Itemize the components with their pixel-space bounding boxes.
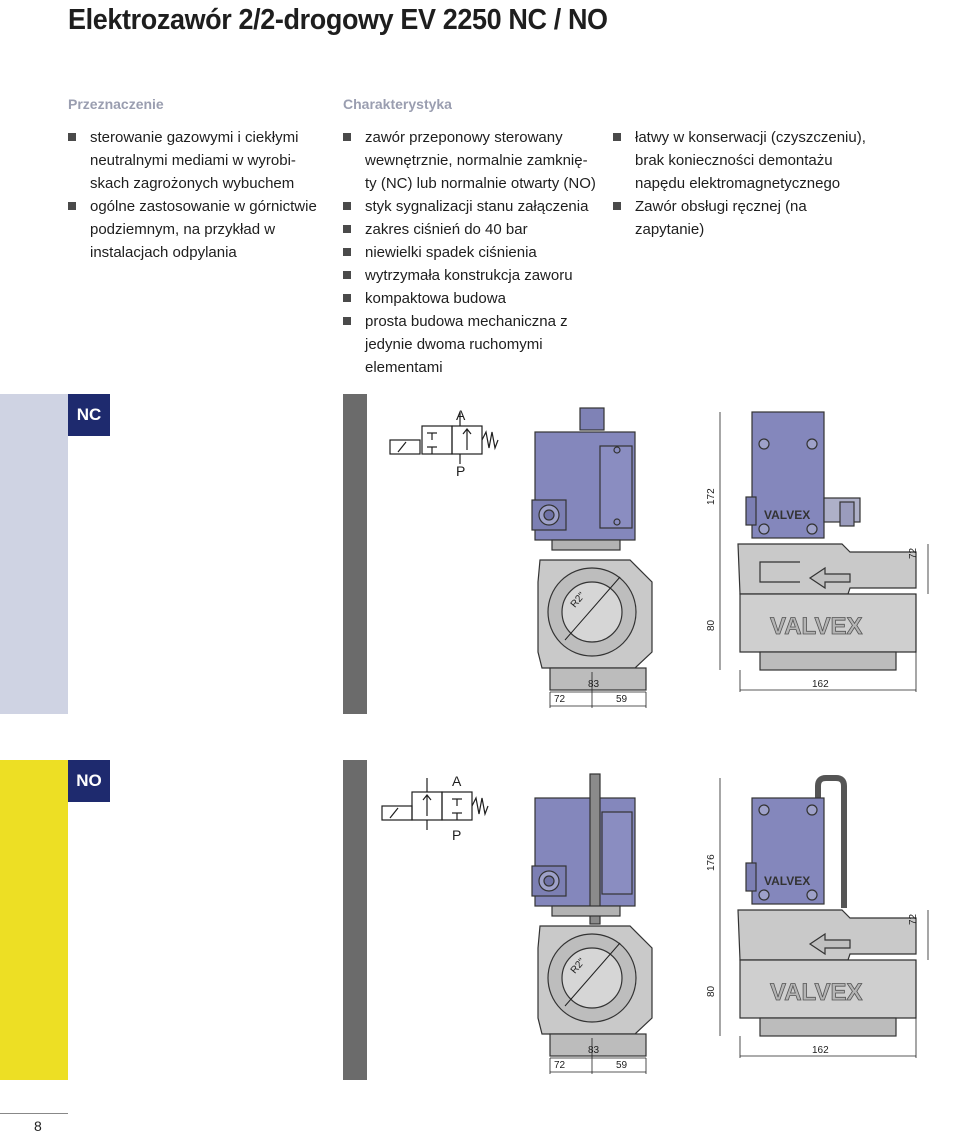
brand-label-large: VALVEX — [770, 613, 862, 640]
list-item: zakres ciśnień do 40 bar — [343, 218, 599, 241]
features-list: zawór przeponowy sterowany wewnętrznie, … — [343, 126, 599, 379]
page-footer-rule — [0, 1113, 68, 1114]
list-item: ogólne zastosowanie w górnictwie podziem… — [68, 195, 326, 264]
list-item: prosta budowa mechaniczna z jedynie dwom… — [343, 310, 599, 379]
dim-length: 162 — [812, 1045, 829, 1056]
list-item: wytrzymała konstrukcja zaworu — [343, 264, 599, 287]
list-item: łatwy w konserwacji (czyszczeniu), brak … — [613, 126, 873, 195]
no-valve-front-view: R2" 83 72 59 — [531, 773, 653, 1074]
brand-label-large: VALVEX — [770, 979, 862, 1006]
dim-59: 59 — [616, 694, 628, 705]
no-valve-side-view: VALVEX VALVEX 176 72 80 162 — [706, 775, 929, 1058]
nc-valve-front-view: R2" 83 72 59 — [531, 407, 653, 708]
dim-59: 59 — [616, 1060, 628, 1071]
dim-height-body: 80 — [706, 985, 717, 997]
dim-83: 83 — [588, 679, 600, 690]
dim-height-body: 80 — [706, 619, 717, 631]
dim-height-top: 72 — [908, 547, 919, 559]
dim-72: 72 — [554, 1060, 566, 1071]
dim-length: 162 — [812, 679, 829, 690]
dim-83: 83 — [588, 1045, 600, 1056]
page-title: Elektrozawór 2/2-drogowy EV 2250 NC / NO — [68, 4, 608, 36]
list-item: kompaktowa budowa — [343, 287, 599, 310]
page-number: 8 — [34, 1118, 42, 1134]
list-item: sterowanie gazowymi i ciekłymi neutralny… — [68, 126, 326, 195]
nc-valve-side-view: VALVEX VALVEX 172 72 80 162 — [706, 411, 929, 692]
brand-label-small: VALVEX — [764, 508, 810, 522]
list-item: styk sygnalizacji stanu załączenia — [343, 195, 599, 218]
purpose-list: sterowanie gazowymi i ciekłymi neutralny… — [68, 126, 326, 264]
no-color-band — [0, 760, 68, 1080]
features-heading: Charakterystyka — [343, 96, 452, 112]
features-list-2: łatwy w konserwacji (czyszczeniu), brak … — [613, 126, 873, 241]
purpose-heading: Przeznaczenie — [68, 96, 164, 112]
brand-label-small: VALVEX — [764, 874, 810, 888]
port-p-label: P — [456, 463, 465, 479]
nc-valve-symbol: A P — [389, 407, 499, 479]
nc-divider — [343, 394, 367, 714]
port-a-label: A — [456, 407, 466, 423]
nc-tag: NC — [68, 394, 110, 436]
dim-height-total: 172 — [706, 488, 717, 505]
list-item: Zawór obsługi ręcznej (na zapytanie) — [613, 195, 873, 241]
list-item: niewielki spadek ciśnienia — [343, 241, 599, 264]
port-a-label: A — [452, 773, 462, 789]
dim-height-top: 72 — [908, 913, 919, 925]
no-tag: NO — [68, 760, 110, 802]
dim-72: 72 — [554, 694, 566, 705]
list-item: zawór przeponowy sterowany wewnętrznie, … — [343, 126, 599, 195]
port-p-label: P — [452, 827, 461, 843]
dim-height-total: 176 — [706, 854, 717, 871]
no-divider — [343, 760, 367, 1080]
nc-color-band — [0, 394, 68, 714]
no-valve-symbol: A P — [381, 773, 489, 843]
